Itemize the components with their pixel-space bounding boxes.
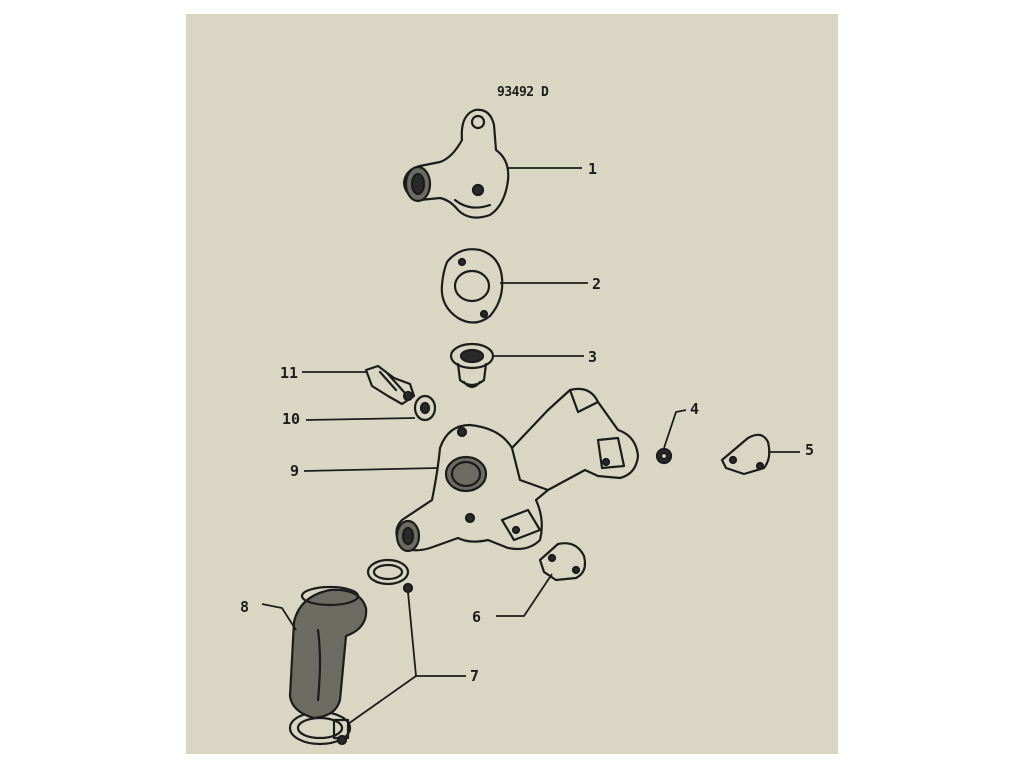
callout-4: 4	[690, 400, 700, 418]
callout-9: 9	[290, 462, 300, 480]
sealing-washer	[413, 394, 437, 422]
callout-10: 10	[282, 410, 301, 428]
thermostat-housing	[402, 108, 510, 219]
cover-plate	[720, 433, 771, 476]
callout-7: 7	[470, 667, 480, 685]
diagram-code: 93492 D	[497, 85, 549, 100]
hose-clip-upper	[366, 558, 414, 594]
thermostat	[449, 342, 495, 389]
leader-lines	[261, 167, 800, 725]
callout-11: 11	[280, 364, 299, 382]
coolant-hose	[288, 585, 368, 720]
callout-5: 5	[805, 441, 815, 459]
callout-6: 6	[472, 608, 482, 626]
nut	[655, 447, 673, 465]
blanking-plate	[538, 542, 587, 582]
water-outlet-housing	[395, 387, 640, 553]
callout-1: 1	[588, 160, 598, 178]
temperature-sender	[364, 364, 416, 406]
gasket	[440, 248, 504, 324]
callout-8: 8	[240, 598, 250, 616]
callout-2: 2	[592, 275, 602, 293]
callout-3: 3	[588, 348, 598, 366]
